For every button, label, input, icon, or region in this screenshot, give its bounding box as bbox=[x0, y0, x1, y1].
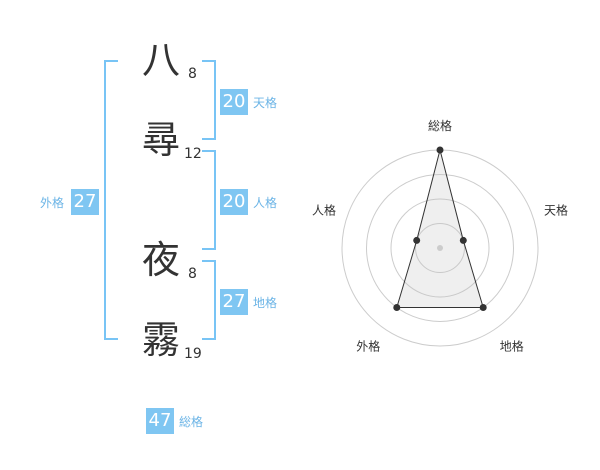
radar-point bbox=[413, 236, 421, 244]
name-char-3: 夜 bbox=[141, 238, 180, 282]
radar-point bbox=[459, 236, 467, 244]
chikaku-bracket bbox=[202, 260, 216, 340]
radar-axis-label: 総格 bbox=[428, 118, 452, 133]
stroke-count-1: 8 bbox=[188, 66, 197, 82]
radar-center bbox=[437, 245, 443, 251]
jinkaku-label: 人格 bbox=[253, 196, 278, 210]
radar-axis-label: 天格 bbox=[544, 202, 568, 217]
radar-ring bbox=[366, 174, 514, 322]
gaikaku-label: 外格 bbox=[40, 196, 65, 210]
name-char-2: 尋 bbox=[141, 118, 180, 162]
radar-axis-label: 地格 bbox=[500, 339, 524, 354]
gaikaku-value: 27 bbox=[71, 189, 99, 215]
name-char-4: 霧 bbox=[141, 318, 180, 362]
tenkaku-value: 20 bbox=[220, 89, 248, 115]
soukaku-value: 47 bbox=[146, 408, 174, 434]
stroke-count-3: 8 bbox=[188, 266, 197, 282]
stroke-count-2: 12 bbox=[184, 146, 202, 162]
radar-point bbox=[436, 146, 444, 154]
radar-ring bbox=[415, 223, 465, 273]
radar-point bbox=[479, 303, 487, 311]
radar-ring bbox=[390, 198, 490, 298]
radar-point bbox=[393, 303, 401, 311]
jinkaku-bracket bbox=[202, 150, 216, 250]
radar-axis-label: 人格 bbox=[312, 202, 336, 217]
chikaku-value: 27 bbox=[220, 289, 248, 315]
stroke-count-4: 19 bbox=[184, 346, 202, 362]
radar-polygon bbox=[396, 149, 484, 308]
gaikaku-bracket bbox=[104, 60, 118, 340]
radar-axis-label: 外格 bbox=[356, 339, 380, 354]
name-char-1: 八 bbox=[141, 38, 180, 82]
tenkaku-bracket bbox=[202, 60, 216, 140]
jinkaku-value: 20 bbox=[220, 189, 248, 215]
soukaku-label: 総格 bbox=[179, 415, 204, 429]
chikaku-label: 地格 bbox=[253, 296, 278, 310]
tenkaku-label: 天格 bbox=[253, 96, 278, 110]
